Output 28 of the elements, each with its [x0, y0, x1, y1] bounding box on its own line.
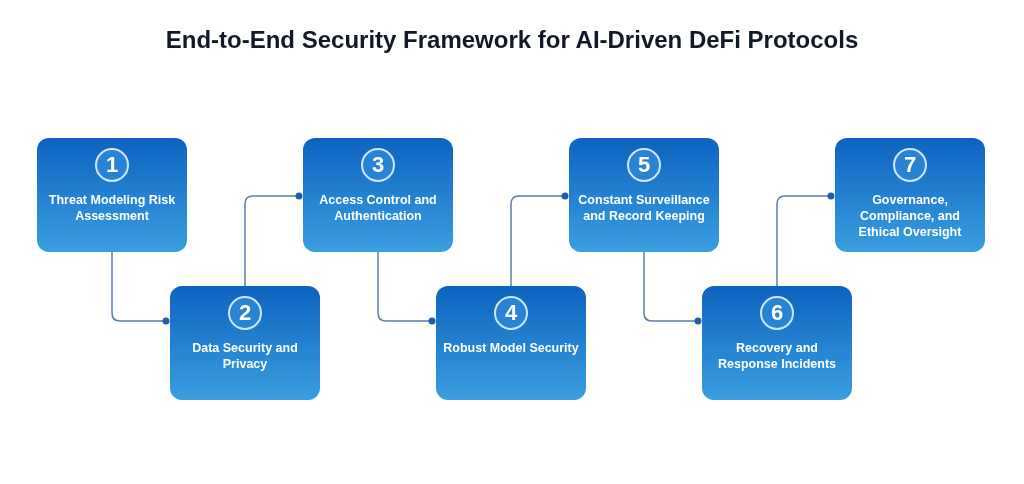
step-card — [170, 286, 320, 400]
step-title: Constant Surveillance and Record Keeping — [577, 192, 711, 224]
step-number: 7 — [893, 148, 927, 182]
step-card — [702, 286, 852, 400]
step-card — [835, 138, 985, 252]
step-title: Recovery and Response Incidents — [716, 340, 838, 372]
step-number: 2 — [228, 296, 262, 330]
step-number: 6 — [760, 296, 794, 330]
diagram-title: End-to-End Security Framework for AI-Driven DeFi Protocols — [164, 25, 860, 55]
step-title: Data Security and Privacy — [191, 340, 299, 372]
connector-line — [643, 251, 702, 325]
connector-line — [776, 192, 835, 287]
step-title: Robust Model Security — [443, 340, 579, 356]
step-number: 4 — [494, 296, 528, 330]
connector-line — [377, 251, 436, 325]
step-card — [303, 138, 453, 252]
step-title: Access Control and Authentication — [318, 192, 438, 224]
step-title: Governance, Compliance, and Ethical Oversight — [857, 192, 963, 240]
step-card — [436, 286, 586, 400]
step-number: 1 — [95, 148, 129, 182]
step-number: 3 — [361, 148, 395, 182]
connector-line — [111, 251, 170, 325]
step-number: 5 — [627, 148, 661, 182]
step-title: Threat Modeling Risk Assessment — [47, 192, 177, 224]
step-card — [37, 138, 187, 252]
step-card — [569, 138, 719, 252]
connector-line — [244, 192, 303, 287]
connector-line — [510, 192, 569, 287]
